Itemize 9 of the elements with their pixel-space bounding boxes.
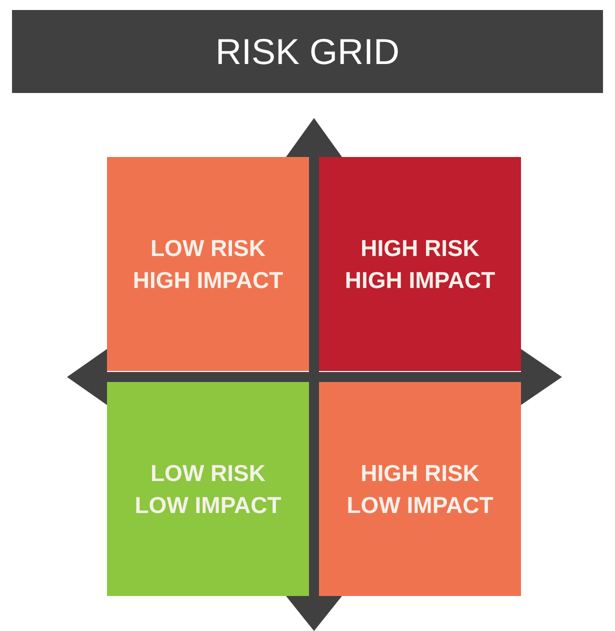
quadrant-label: HIGH RISK LOW IMPACT xyxy=(346,458,494,520)
title-banner: RISK GRID xyxy=(12,10,603,93)
quadrant-label: LOW RISK HIGH IMPACT xyxy=(132,234,284,295)
quadrant-label: HIGH RISK HIGH IMPACT xyxy=(344,234,496,295)
quadrant-box xyxy=(107,157,309,371)
quadrant-box xyxy=(319,157,521,371)
quadrant-box xyxy=(319,382,521,596)
quadrant-box xyxy=(107,382,309,596)
quadrant-label: LOW RISK LOW IMPACT xyxy=(134,458,282,520)
